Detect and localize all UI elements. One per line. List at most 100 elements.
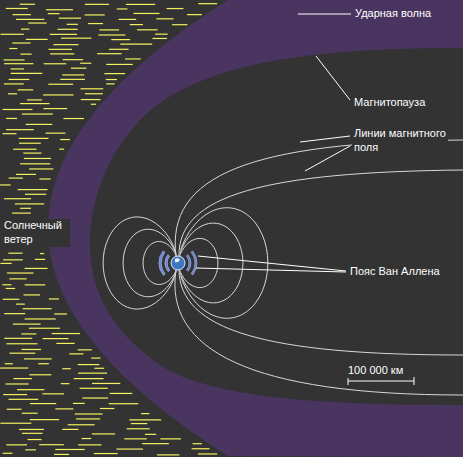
solar-wind-streak [76,418,100,419]
solar-wind-streak [75,413,103,414]
solar-wind-streak [12,42,30,43]
solar-wind-streak [20,4,35,5]
solar-wind-streak [23,294,39,295]
solar-wind-streak [98,34,125,35]
solar-wind-streak [54,454,69,455]
scale-bar [348,377,414,385]
van-allen-belt [165,255,169,271]
solar-wind-streak [60,79,85,80]
solar-wind-streak [9,48,17,49]
solar-wind-streak [85,14,105,15]
solar-wind-streak [187,14,202,15]
solar-wind-streak [39,444,64,445]
solar-wind-streak [88,23,103,24]
solar-wind-streak [25,268,48,269]
solar-wind-streak [78,349,92,350]
solar-wind-streak [133,13,159,14]
solar-wind-streak [94,368,104,369]
solar-wind-streak [44,63,67,64]
solar-wind-streak [43,108,67,109]
solar-wind-streak [20,54,31,55]
solar-wind-streak [11,73,43,74]
van-allen-belts [159,251,197,275]
van-allen-belt [187,255,191,271]
solar-wind-streak [116,448,143,449]
solar-wind-streak [22,349,41,350]
solar-wind-streak [19,143,41,144]
van-allen-belt [191,251,197,275]
solar-wind-streak [49,298,59,299]
scale-bar-tick [414,377,415,385]
solar-wind-streak [3,453,13,454]
solar-wind-streak [12,213,31,214]
solar-wind-streak [26,124,53,125]
solar-wind-streak [46,133,66,134]
solar-wind-streak [48,84,73,85]
solar-wind-streak [0,34,23,35]
solar-wind-streak [25,449,36,450]
solar-wind-streak [40,253,44,254]
solar-wind-streak [91,104,96,105]
solar-wind-streak [97,53,121,54]
solar-wind-streak [10,353,36,354]
solar-wind-streak [8,93,17,94]
solar-wind-streak [4,198,31,199]
solar-wind-streak [48,49,72,50]
solar-wind-streak [4,59,25,60]
solar-wind-streak [52,333,80,334]
van-allen-label: Пояс Ван Аллена [348,265,442,279]
solar-wind-streak [17,389,44,390]
solar-wind-streak [92,383,120,384]
solar-wind-streak [155,34,168,35]
solar-wind-streak [104,73,125,74]
leader-line [305,146,350,171]
van-allen-belt [159,251,165,275]
solar-wind-streak [167,8,184,9]
solar-wind-streak [80,388,108,389]
solar-wind-streak [9,278,26,279]
solar-wind-streak [91,357,100,358]
solar-wind-streak [21,333,36,334]
van-allen-belt [165,255,169,271]
solar-wind-streak [82,397,108,398]
solar-wind-streak [106,79,117,80]
solar-wind-streak [6,343,37,344]
solar-wind-streak [2,284,11,285]
solar-wind-streak [20,208,31,209]
solar-wind-streak [85,4,109,5]
solar-wind-streak [30,403,56,404]
tail-field-line [175,140,463,256]
solar-wind-streak [59,149,64,150]
solar-wind-streak [16,19,44,20]
solar-wind-streak [4,83,24,84]
solar-wind-streak [141,413,149,414]
solar-wind-streak [0,423,31,424]
solar-wind-streak [13,378,32,379]
solar-wind-streak [27,439,41,440]
solar-wind-streak [126,4,155,5]
solar-wind-streak [16,304,25,305]
solar-wind-streak [119,19,137,20]
solar-wind-streak [3,259,23,260]
solar-wind-streak [25,194,46,195]
solar-wind-streak [160,438,181,439]
solar-wind-streak [62,74,84,75]
solar-wind-streak [109,49,129,50]
bow-shock-label: Ударная волна [353,7,433,21]
solar-wind-streak [7,409,22,410]
solar-wind-streak [29,328,60,329]
solar-wind-streak [99,29,119,30]
solar-wind-streak [142,443,169,444]
solar-wind-streak [78,373,107,374]
solar-wind-streak [6,118,17,119]
solar-wind-streak [172,24,187,25]
solar-wind-streak [38,363,49,364]
solar-wind-streak [23,308,52,309]
solar-wind-streak [67,24,78,25]
solar-wind-streak [0,263,11,264]
scale-label: 100 000 км [346,364,405,378]
solar-wind-streak [20,103,49,104]
tail-field-line [179,170,463,256]
solar-wind-streak [61,383,70,384]
